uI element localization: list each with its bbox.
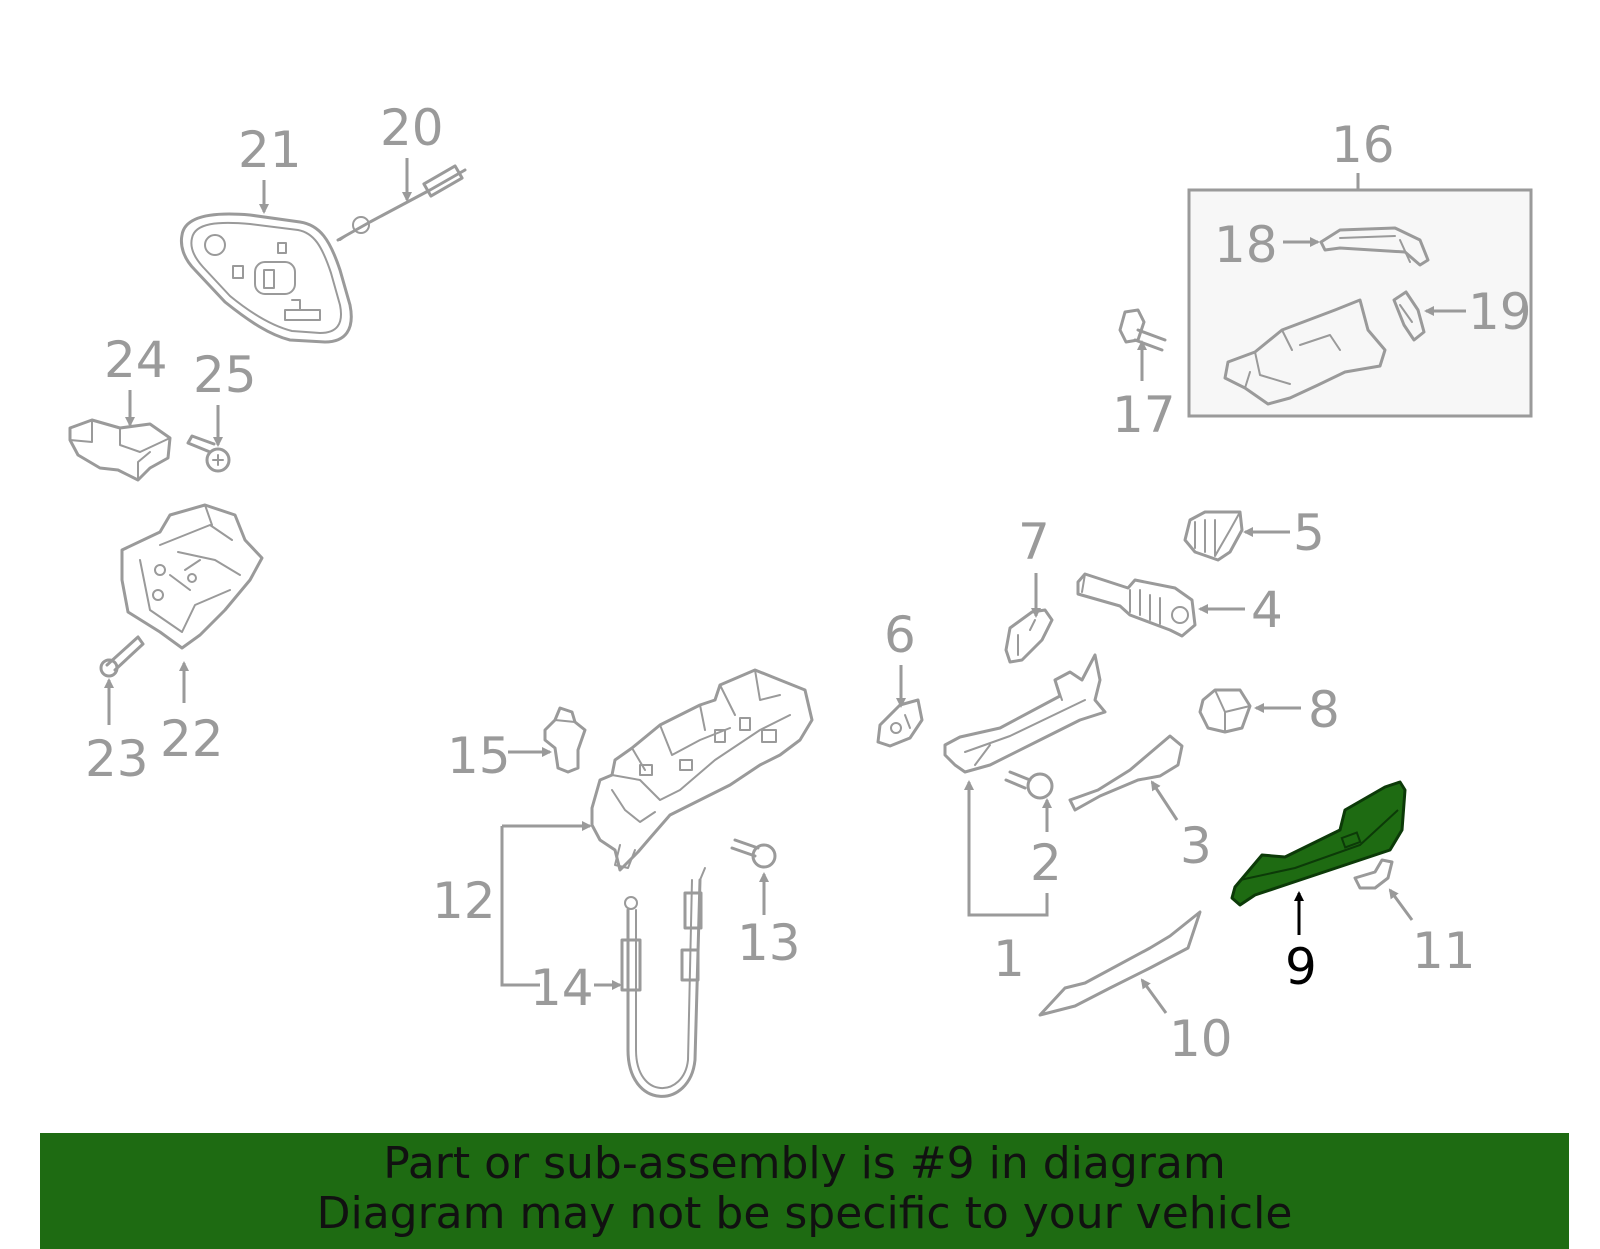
label-14: 14: [530, 959, 594, 1017]
part-22-latch: [120, 503, 264, 650]
label-6: 6: [884, 606, 916, 664]
label-22: 22: [160, 710, 224, 768]
part-labels: 21 20 24 25 22 23 16 18 19 17 7 5 4 6 8 …: [85, 99, 1532, 1068]
part-23-bolt: [99, 635, 145, 678]
part-20-cable: [336, 164, 467, 242]
label-10: 10: [1169, 1010, 1233, 1068]
part-19-clip: [1392, 290, 1426, 342]
part-1-bracket: [943, 653, 1107, 774]
part-10-trim: [1038, 910, 1202, 1017]
part-21-gasket: [179, 212, 353, 344]
part-2-screw: [1004, 770, 1054, 800]
label-25: 25: [193, 346, 257, 404]
label-15: 15: [447, 727, 511, 785]
label-18: 18: [1214, 216, 1278, 274]
part-5-cap: [1183, 510, 1244, 562]
part-16-bracket: [1223, 298, 1387, 406]
label-13: 13: [737, 914, 801, 972]
part-11-clip: [1353, 858, 1394, 890]
label-17: 17: [1112, 386, 1176, 444]
part-9-handle: [1230, 780, 1407, 907]
label-12: 12: [432, 872, 496, 930]
label-3: 3: [1180, 817, 1212, 875]
label-2: 2: [1030, 834, 1062, 892]
banner-line-2: Diagram may not be specific to your vehi…: [316, 1188, 1293, 1239]
part-12-frame: [590, 668, 814, 872]
banner-line-1: Part or sub-assembly is #9 in diagram: [383, 1138, 1226, 1189]
label-1: 1: [993, 930, 1025, 988]
leader-lines: [104, 158, 1466, 1014]
part-4-lock-cylinder: [1076, 572, 1197, 638]
label-19: 19: [1468, 283, 1532, 341]
part-3-seal: [1068, 734, 1184, 812]
label-24: 24: [104, 331, 168, 389]
part-24-bracket: [68, 418, 172, 482]
label-23: 23: [85, 730, 149, 788]
label-20: 20: [380, 99, 444, 157]
part-7-cover: [1004, 608, 1054, 664]
label-5: 5: [1293, 504, 1325, 562]
part-15-connector: [543, 706, 587, 774]
part-25-screw: [186, 434, 231, 473]
label-11: 11: [1412, 922, 1476, 980]
info-banner: Part or sub-assembly is #9 in diagram Di…: [40, 1133, 1569, 1249]
part-18-carrier: [1319, 226, 1430, 267]
label-21: 21: [238, 121, 302, 179]
label-8: 8: [1308, 681, 1340, 739]
part-13-screw: [730, 838, 777, 869]
label-9: 9: [1285, 938, 1317, 996]
part-8-cap: [1198, 688, 1252, 734]
part-14-cables: [620, 867, 706, 1098]
label-4: 4: [1251, 581, 1283, 639]
part-6-plate: [876, 698, 924, 748]
label-7: 7: [1018, 513, 1050, 571]
label-16: 16: [1331, 116, 1395, 174]
